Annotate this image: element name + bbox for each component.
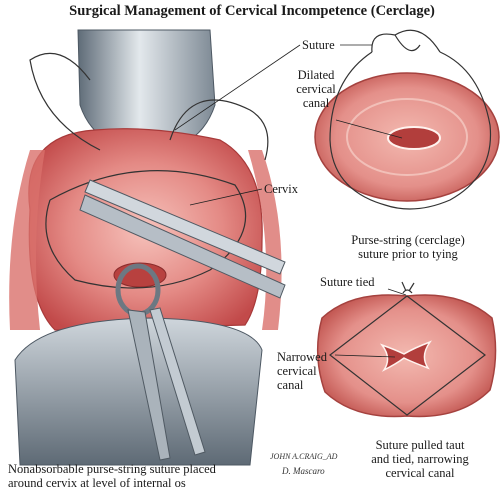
narrowed-canal-disc — [316, 281, 497, 418]
leader-dilated — [335, 119, 403, 139]
figure-title: Surgical Management of Cervical Incompet… — [69, 3, 435, 19]
signature-mascaro: D. Mascaro — [282, 466, 325, 476]
label-suture-tied: Suture tied — [320, 275, 375, 289]
label-pulled-taut-caption: Suture pulled taut and tied, narrowing c… — [371, 438, 469, 480]
suture-tails-untied — [371, 29, 441, 53]
label-purse-string-caption: Purse-string (cerclage) suture prior to … — [351, 233, 465, 261]
tied-suture-loop — [329, 295, 486, 416]
leader-suture-tied — [387, 288, 407, 296]
ring-forceps — [115, 263, 206, 461]
leader-cervix — [189, 188, 263, 206]
knot — [401, 281, 415, 294]
cervix-speculum-view — [9, 29, 301, 466]
dilated-canal-disc — [314, 29, 500, 210]
label-suture: Suture — [302, 38, 335, 52]
narrowed-canal-opening — [379, 340, 433, 372]
label-dilated-canal: Dilated cervical canal — [296, 68, 336, 110]
purse-string-loop-untied — [329, 51, 492, 210]
dilated-canal-opening — [387, 126, 441, 150]
leader-narrowed — [334, 354, 396, 358]
signature-craig: JOHN A.CRAIG_AD — [270, 452, 338, 461]
needle-holder — [79, 179, 286, 299]
speculum-lower-blade — [14, 317, 263, 466]
suture-tail-left — [29, 52, 101, 151]
leader-suture — [174, 44, 301, 131]
suture-tail-right — [169, 99, 269, 161]
label-cervix: Cervix — [264, 182, 299, 196]
label-bottom-caption: Nonabsorbable purse-string suture placed… — [8, 462, 216, 490]
vaginal-wall-left — [9, 150, 45, 330]
label-narrowed-canal: Narrowed cervical canal — [277, 350, 327, 392]
